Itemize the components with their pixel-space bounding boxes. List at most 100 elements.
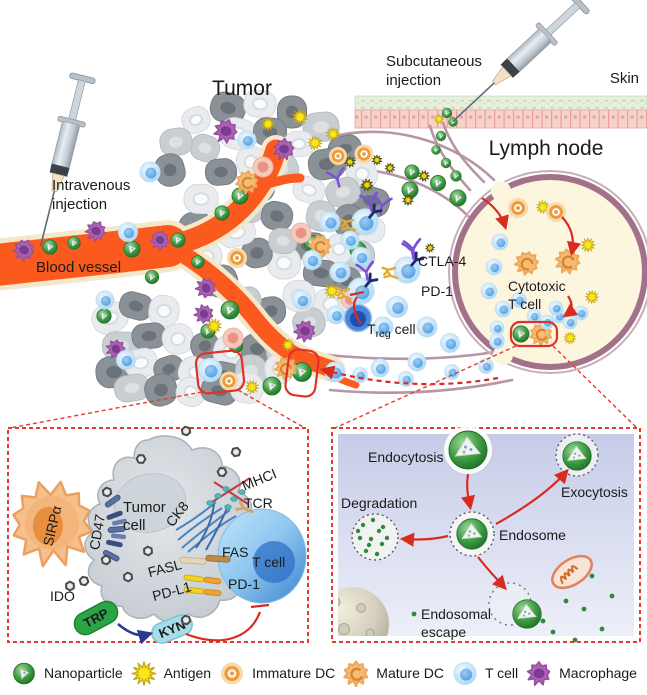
np-icon — [214, 205, 230, 221]
np-icon — [431, 145, 441, 155]
highlight-regions — [9, 320, 638, 429]
lymph-inset-panel — [331, 426, 641, 643]
endocytosis-nanoparticle — [448, 430, 488, 470]
tcell-icon — [489, 333, 505, 349]
np-icon — [449, 189, 467, 207]
tcell-icon — [340, 230, 360, 250]
trafficking-arrows — [399, 468, 569, 591]
skin-layer — [354, 95, 647, 129]
tumor-tissue-cell — [204, 158, 238, 186]
tumor-tissue-cell — [161, 323, 195, 355]
legend-item-macrophage: Macrophage — [525, 660, 637, 687]
inset-tumor-cell-label: Tumor — [123, 499, 166, 516]
pdl1-pd1-pair — [183, 574, 222, 597]
subcutaneous-label2: injection — [386, 72, 441, 89]
tcell-icon — [440, 333, 460, 353]
tcr-receptor — [235, 500, 254, 514]
blood-vessel-label: Blood vessel — [36, 259, 121, 276]
exocytosis-label: Exocytosis — [561, 484, 628, 500]
tcell-icon — [416, 316, 438, 338]
antigenD-icon — [424, 242, 436, 254]
tcell-icon — [118, 222, 138, 242]
legend-item-mature-dc: Mature DC — [342, 659, 444, 687]
np-icon — [435, 130, 447, 142]
legend-label: T cell — [484, 665, 519, 681]
tcell-icon — [197, 357, 223, 383]
endosome-vesicle — [449, 511, 495, 557]
pink-icon — [222, 327, 244, 349]
tumor-tissue-cell — [209, 91, 247, 125]
tcell-icon — [326, 305, 346, 325]
np-icon — [429, 174, 447, 192]
cell-nucleus-sphere — [338, 587, 389, 636]
tcr-label: TCR — [244, 495, 273, 511]
tcell-icon — [370, 358, 390, 378]
node-inlet — [491, 181, 511, 201]
subcutaneous-label: Subcutaneous — [386, 53, 482, 70]
legend-label: Macrophage — [559, 665, 637, 681]
np-icon — [512, 325, 530, 343]
tcell-icon — [480, 282, 498, 300]
np-icon — [42, 239, 58, 255]
endosomal-escape-vesicle — [488, 582, 542, 629]
tumor-title: Tumor — [212, 77, 272, 100]
tcell-icon — [485, 258, 503, 276]
np-icon — [441, 107, 453, 119]
tcell-icon — [573, 305, 589, 321]
intravenous-label: Intravenous — [52, 177, 130, 194]
blood-vessel — [0, 135, 360, 389]
tumor-tissue-cell — [181, 106, 211, 134]
tumor-tissue-cell — [292, 175, 326, 205]
tumor-tissue-cell — [113, 373, 151, 403]
degradation-vesicle — [351, 513, 399, 561]
immature-dc-icon — [219, 660, 245, 686]
lymph-node-title: Lymph node — [489, 137, 604, 160]
endosome-label: Endosome — [499, 527, 566, 543]
legend-item-antigen: Antigen — [130, 660, 211, 687]
legend-label: Nanoparticle — [44, 665, 123, 681]
tcell-icon — [352, 367, 368, 383]
skin-label: Skin — [610, 70, 639, 87]
cd47-label: CD47 — [86, 513, 108, 551]
tcell-icon — [302, 250, 322, 270]
tcell-icon — [385, 295, 409, 319]
trp-kyn-arrow — [117, 623, 154, 645]
tcell-icon — [478, 358, 494, 374]
np-icon — [67, 236, 81, 250]
inset-t-cell — [217, 508, 307, 604]
legend-label: Immature DC — [252, 665, 336, 681]
nanoparticle-icon — [13, 662, 35, 684]
tumor-tissue-cell — [189, 133, 221, 163]
ido-label: IDO — [50, 588, 75, 604]
endosomal-escape-label: Endosomal — [421, 606, 491, 622]
legend-item-nanoparticle: Nanoparticle — [10, 660, 123, 687]
treg-label: Treg cell — [367, 321, 416, 340]
tumor-tissue-cell — [131, 322, 167, 350]
cytotoxic-label: Cytotoxic — [508, 278, 566, 294]
degradation-label: Degradation — [341, 495, 417, 511]
macrophage-icon — [526, 660, 551, 686]
ctla4-label: CTLA-4 — [418, 253, 466, 269]
tcell-icon — [237, 130, 257, 150]
np-icon — [401, 181, 419, 199]
tcell-icon — [95, 290, 115, 310]
np-icon — [450, 170, 462, 182]
pink-icon — [290, 222, 312, 244]
np-icon — [144, 269, 160, 285]
tcell-icon — [548, 300, 564, 316]
idc-icon — [218, 370, 240, 392]
tcell-icon — [292, 290, 312, 310]
mature-dc-icon — [343, 659, 369, 687]
tumor-tissue-cell — [144, 373, 178, 407]
legend-label: Antigen — [163, 665, 212, 681]
t-cell-with-checkpoints — [381, 239, 425, 284]
idc-icon — [327, 145, 349, 167]
tcell-icon — [329, 261, 351, 283]
cytotoxic-label2: T cell — [508, 296, 541, 312]
inset-macrophage — [12, 480, 94, 568]
t-cell-icon — [453, 661, 477, 685]
mhci-complex — [206, 477, 251, 510]
idc-icon — [506, 196, 530, 220]
